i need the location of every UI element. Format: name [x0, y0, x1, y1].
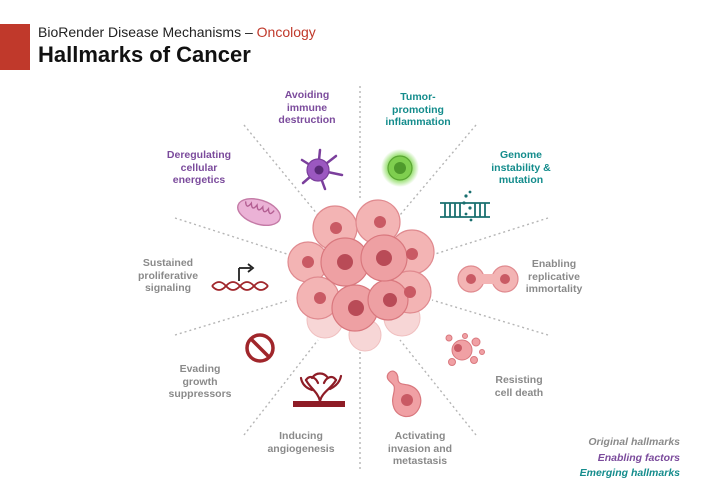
legend-enabling-factors: Enabling factors — [597, 452, 680, 464]
label-activating-invasion-metastasis: Activating invasion and metastasis — [387, 430, 453, 467]
page-title: Hallmarks of Cancer — [38, 42, 251, 67]
legend-emerging-hallmarks: Emerging hallmarks — [579, 467, 680, 479]
blood-vessel-icon — [293, 372, 345, 407]
label-avoiding-immune-destruction: Avoiding immune destruction — [278, 89, 336, 126]
label-tumor-promoting-inflammation: Tumor- promoting inflammation — [385, 91, 451, 128]
label-deregulating-cellular-energetics: Deregulating cellular energetics — [166, 149, 232, 186]
label-inducing-angiogenesis: Inducing angiogenesis — [267, 430, 335, 455]
label-enabling-replicative-immortality: Enabling replicative immortality — [525, 258, 583, 295]
apoptotic-cell-icon — [445, 333, 485, 366]
label-genome-instability: Genome instability & mutation — [491, 149, 551, 186]
dna-signaling-icon — [211, 263, 269, 291]
migrating-cell-icon — [386, 370, 422, 418]
tumor-mass-icon — [287, 199, 435, 352]
page-subtitle: BioRender Disease Mechanisms – Oncology — [38, 24, 316, 40]
radial-spokes — [174, 86, 549, 472]
label-evading-growth-suppressors: Evading growth suppressors — [168, 363, 232, 400]
subtitle-accent: Oncology — [256, 24, 316, 40]
brand-bar — [0, 24, 30, 70]
prohibition-icon — [245, 333, 275, 363]
inflamed-cell-icon — [381, 149, 419, 187]
dendritic-cell-icon — [300, 148, 344, 191]
dna-mutation-icon — [440, 190, 490, 222]
label-resisting-cell-death: Resisting cell death — [494, 374, 544, 399]
legend-original-hallmarks: Original hallmarks — [588, 436, 680, 448]
dividing-cell-icon — [457, 265, 519, 293]
label-sustained-proliferative-signaling: Sustained proliferative signaling — [137, 257, 199, 294]
mitochondrion-icon — [237, 198, 281, 226]
